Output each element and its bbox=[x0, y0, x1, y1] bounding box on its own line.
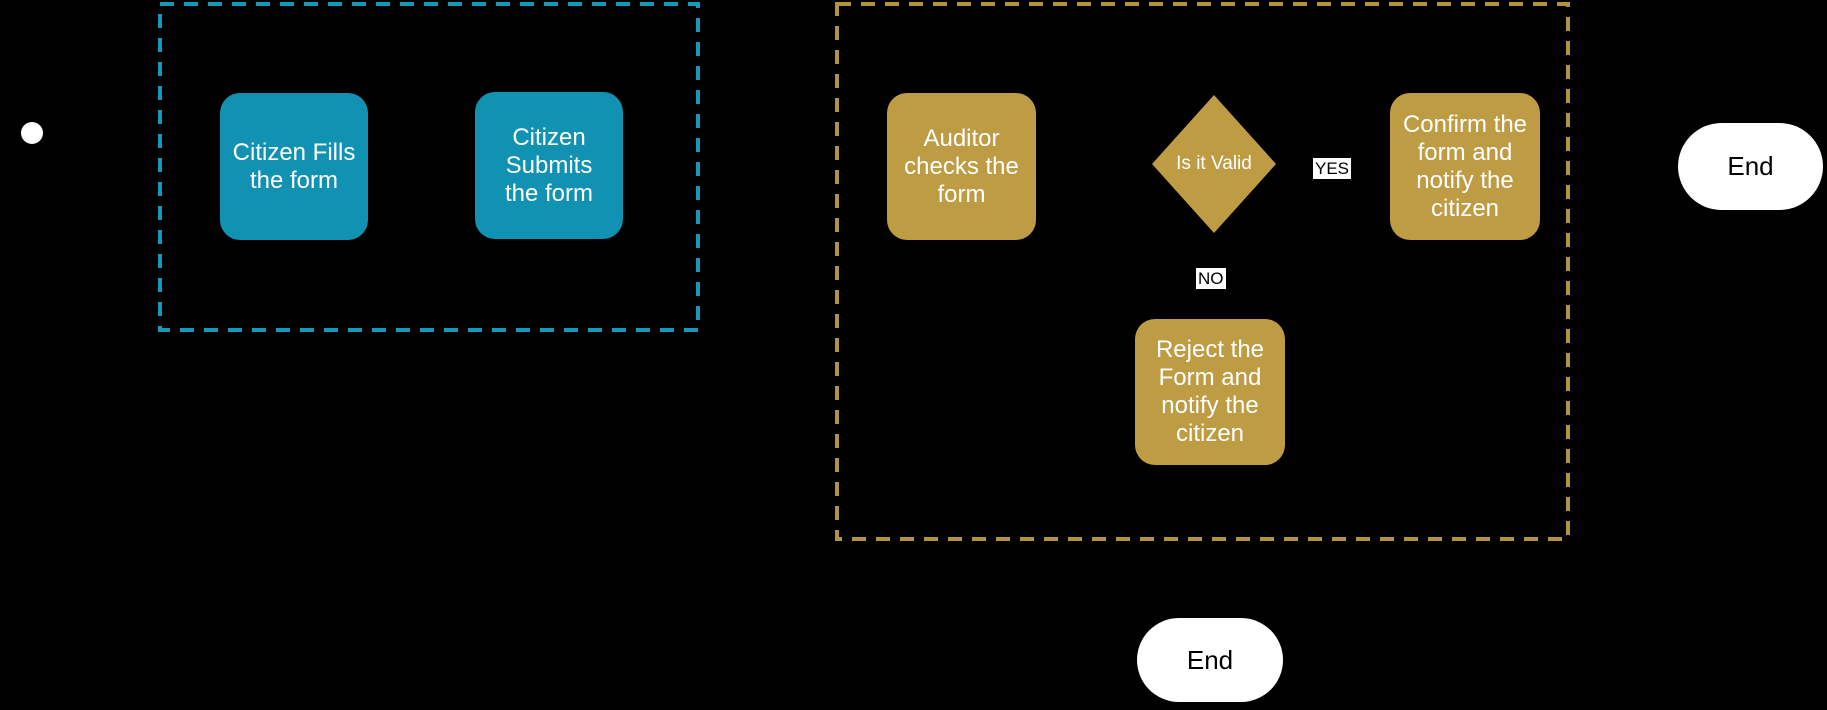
process-citizen-submits-form: Citizen Submits the form bbox=[475, 92, 623, 239]
decision-diamond bbox=[1152, 95, 1276, 233]
end-node-bottom: End bbox=[1137, 618, 1283, 702]
citizen-group-border bbox=[158, 2, 700, 332]
auditor-group-border bbox=[835, 2, 1570, 541]
process-label: Citizen Submits the form bbox=[504, 123, 594, 207]
end-node-right: End bbox=[1678, 123, 1823, 210]
end-label: End bbox=[1186, 644, 1234, 675]
process-auditor-checks-form: Auditor checks the form bbox=[887, 93, 1036, 240]
edge-label-yes: YES bbox=[1313, 158, 1352, 179]
process-citizen-fills-form: Citizen Fills the form bbox=[220, 93, 368, 240]
process-reject-form: Reject the Form and notify the citizen bbox=[1135, 319, 1285, 465]
end-label: End bbox=[1727, 151, 1774, 181]
process-label: Auditor checks the form bbox=[904, 124, 1019, 208]
process-confirm-form: Confirm the form and notify the citizen bbox=[1390, 93, 1540, 240]
process-label: Confirm the form and notify the citizen bbox=[1402, 110, 1528, 222]
start-node bbox=[21, 122, 43, 144]
process-label: Reject the Form and notify the citizen bbox=[1155, 336, 1265, 447]
decision-label: Is it Valid bbox=[1176, 153, 1252, 174]
edge-label-no: NO bbox=[1196, 268, 1226, 289]
process-label: Citizen Fills the form bbox=[232, 138, 356, 194]
